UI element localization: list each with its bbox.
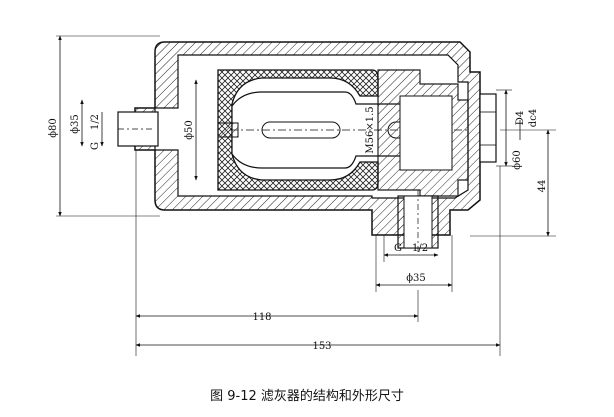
dim-d4-label: D4	[515, 111, 526, 125]
dim-bottom-pipe: G 1/2 ϕ35	[375, 235, 453, 292]
inlet-pipe-left	[117, 111, 159, 147]
dim-left-pipe: ϕ35 G 1/2	[70, 99, 104, 150]
end-cap-right	[377, 69, 497, 197]
dim-phi35-left-label: ϕ35	[70, 114, 81, 134]
inner-core	[217, 91, 470, 169]
figure-caption: 图 9-12 滤灰器的结构和外形尺寸	[210, 388, 404, 404]
thread-label: M56×1.5	[365, 106, 376, 153]
dim-phi60-label: ϕ60	[512, 150, 523, 170]
outlet-pipe-bottom	[397, 190, 439, 255]
dim-g-bottom-label: G	[394, 243, 402, 254]
dim-153-label: 153	[312, 341, 331, 352]
dim-phi80: ϕ80	[48, 35, 160, 217]
dim-g-left-frac: 1/2	[90, 114, 101, 130]
dim-phi50: ϕ50	[184, 79, 198, 181]
dim-phi35-bottom-label: ϕ35	[406, 273, 426, 284]
dim-lengths: 118 153	[135, 150, 501, 356]
dim-phi50-label: ϕ50	[184, 120, 195, 140]
dim-g-left-label: G	[90, 142, 101, 150]
dim-44-label: 44	[537, 180, 548, 193]
dim-right: D4 dc4 ϕ60 44	[470, 89, 556, 237]
dim-dc4-label: dc4	[528, 109, 539, 127]
dim-g-bottom-frac: 1/2	[412, 243, 428, 254]
dim-phi80-label: ϕ80	[48, 118, 59, 138]
dim-118-label: 118	[252, 312, 271, 323]
